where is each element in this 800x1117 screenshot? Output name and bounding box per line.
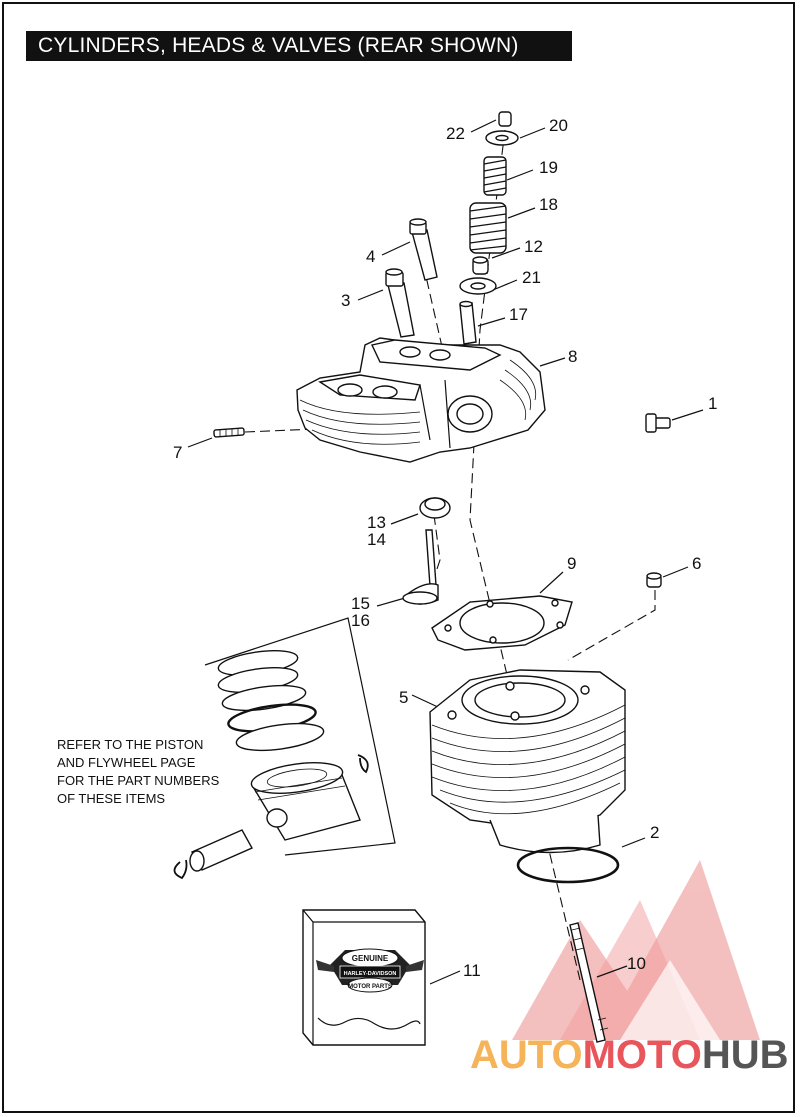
spring-collar-part-20 — [485, 130, 519, 146]
callout-11: 11 — [463, 961, 481, 980]
watermark-text: AUTOMOTOHUB — [470, 1033, 789, 1077]
piston-pin — [189, 829, 253, 872]
callout-14: 14 — [367, 530, 386, 549]
stud-part-7 — [213, 427, 245, 438]
callout-16: 16 — [351, 611, 370, 630]
cylinder-head-part-8 — [296, 337, 546, 463]
callout-22: 22 — [446, 124, 465, 143]
note-line-2: AND FLYWHEEL PAGE — [57, 755, 196, 770]
callout-20: 20 — [549, 116, 568, 135]
callout-10: 10 — [627, 954, 646, 973]
piston — [250, 762, 361, 841]
watermark-moto: MOTO — [583, 1033, 702, 1077]
note-line-1: REFER TO THE PISTON — [57, 737, 203, 752]
watermark-auto: AUTO — [470, 1033, 583, 1077]
outer-valve-spring-part-18 — [469, 202, 507, 254]
callout-15: 15 — [351, 594, 370, 613]
callout-6: 6 — [692, 554, 701, 573]
kit-logo-motor-parts: MOTOR PARTS — [348, 984, 392, 990]
o-ring-part-2 — [516, 846, 620, 884]
kit-logo-brand: HARLEY-DAVIDSON — [344, 971, 397, 977]
dowel-part-6 — [646, 572, 662, 588]
watermark-logo-icon — [512, 860, 760, 1040]
valve-guide-part-17 — [459, 300, 477, 345]
callout-2: 2 — [650, 823, 659, 842]
kit-logo-genuine: GENUINE — [352, 954, 389, 963]
callout-12: 12 — [524, 237, 543, 256]
gasket-kit-part-11 — [302, 909, 426, 1046]
fitting-part-1 — [645, 413, 671, 433]
callout-7: 7 — [173, 443, 182, 462]
callout-8: 8 — [568, 347, 577, 366]
watermark-hub: HUB — [702, 1033, 789, 1077]
page-title: CYLINDERS, HEADS & VALVES (REAR SHOWN) — [26, 31, 572, 61]
valve-part-15 — [402, 529, 439, 605]
valve-seat-part-13 — [419, 497, 451, 519]
callout-18: 18 — [539, 195, 558, 214]
inner-valve-spring-part-19 — [483, 156, 507, 196]
callout-1: 1 — [708, 394, 717, 413]
callout-21: 21 — [522, 268, 541, 287]
piston-group-bracket — [204, 617, 396, 856]
piston-pin-clip-left — [173, 859, 188, 880]
piston-rings — [217, 650, 325, 752]
callout-17: 17 — [509, 305, 528, 324]
valve-keeper-part-22 — [498, 111, 512, 127]
note-line-4: OF THESE ITEMS — [57, 791, 165, 806]
cylinder-part-5 — [429, 669, 626, 854]
head-bolt-part-3 — [385, 268, 415, 338]
note-line-3: FOR THE PART NUMBERS — [57, 773, 220, 788]
callout-3: 3 — [341, 291, 350, 310]
valve-seal-part-12 — [472, 256, 489, 275]
callout-9: 9 — [567, 554, 576, 573]
callout-19: 19 — [539, 158, 558, 177]
piston-pin-clip-right — [357, 754, 369, 774]
callout-4: 4 — [366, 247, 375, 266]
cylinder-stud-part-10 — [569, 922, 609, 1043]
callout-13: 13 — [367, 513, 386, 532]
head-bolt-part-4 — [409, 218, 438, 281]
callout-5: 5 — [399, 688, 408, 707]
head-gasket-part-9 — [431, 595, 573, 651]
lower-spring-collar-part-21 — [459, 277, 497, 295]
